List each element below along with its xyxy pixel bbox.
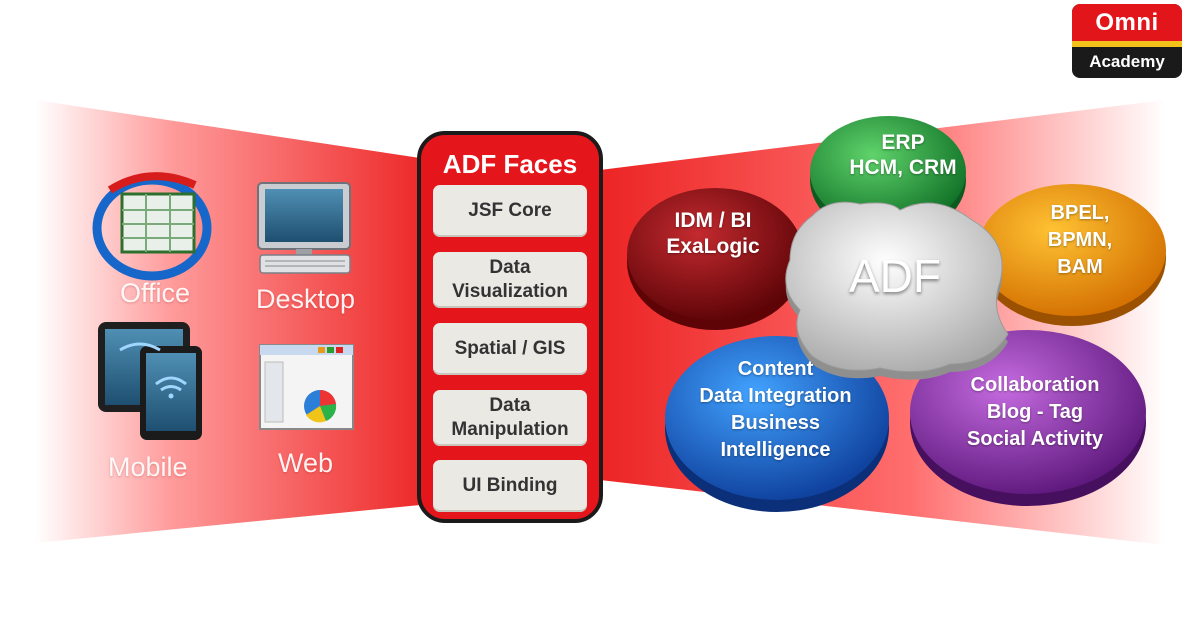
layer-data-visualization: Data Visualization bbox=[433, 252, 587, 308]
desktop-monitor-icon bbox=[257, 182, 351, 274]
omni-academy-logo: Omni Academy bbox=[1072, 4, 1182, 78]
left-funnel bbox=[35, 100, 420, 543]
device-label-mobile: Mobile bbox=[108, 452, 188, 482]
device-label-web: Web bbox=[278, 448, 334, 478]
web-browser-icon bbox=[259, 344, 354, 430]
device-label-desktop: Desktop bbox=[256, 284, 356, 314]
adf-faces-panel: ADF Faces JSF Core Data Visualization Sp… bbox=[417, 131, 603, 523]
layer-jsf-core: JSF Core bbox=[433, 185, 587, 237]
office-icon bbox=[92, 172, 212, 281]
piece-label-collaboration: Collaboration Blog - Tag Social Activity bbox=[967, 374, 1103, 450]
logo-text-academy: Academy bbox=[1089, 52, 1165, 71]
puzzle-graphic bbox=[627, 116, 1166, 512]
piece-label-erp: ERP HCM, CRM bbox=[849, 131, 957, 179]
puzzle-center-adf: ADF bbox=[849, 250, 941, 302]
layer-spatial-gis: Spatial / GIS bbox=[433, 323, 587, 375]
mobile-tablet-icon bbox=[98, 322, 202, 440]
layer-data-manipulation: Data Manipulation bbox=[433, 390, 587, 446]
logo-stripe bbox=[1072, 41, 1182, 47]
logo-text-omni: Omni bbox=[1072, 4, 1182, 41]
piece-label-content: Content Data Integration Business Intell… bbox=[699, 358, 852, 461]
layer-ui-binding: UI Binding bbox=[433, 460, 587, 512]
panel-title: ADF Faces bbox=[442, 149, 578, 179]
piece-label-idm-bi: IDM / BI ExaLogic bbox=[666, 209, 760, 258]
device-label-office: Office bbox=[120, 278, 191, 308]
piece-label-bpel: BPEL, BPMN, BAM bbox=[1047, 202, 1113, 278]
